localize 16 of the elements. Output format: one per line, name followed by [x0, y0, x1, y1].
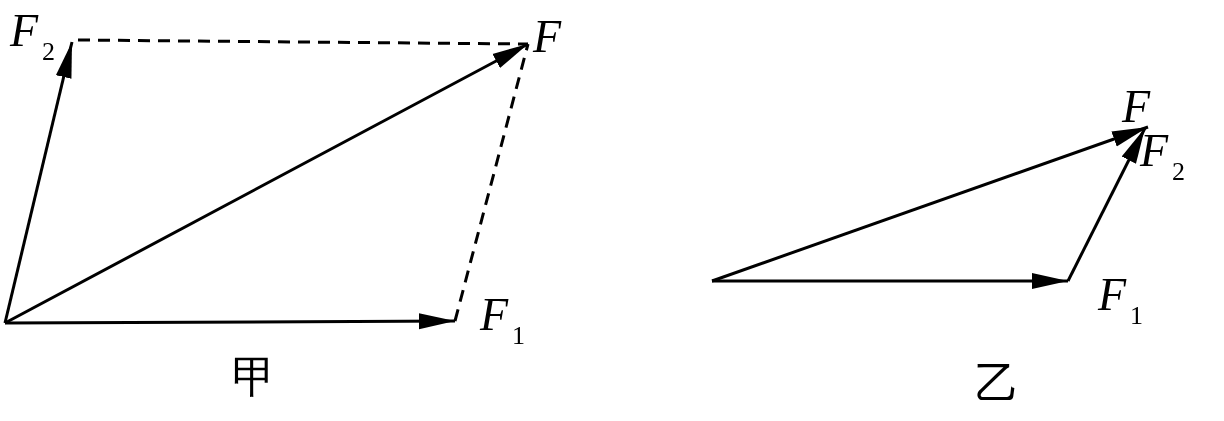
force-arrow — [712, 273, 1068, 289]
force-label: F$_{1}$ — [480, 292, 526, 359]
force-label: F$_{1}$ — [1098, 272, 1144, 339]
force-arrow — [3, 41, 74, 324]
force-label: F — [533, 14, 562, 60]
force-arrow — [1066, 127, 1147, 282]
force-label: F$_{2}$ — [1140, 128, 1186, 195]
force-arrow — [711, 125, 1149, 283]
panel-caption: 乙 — [975, 358, 1019, 408]
force-label: F — [1122, 84, 1151, 130]
panel-caption: 甲 — [232, 352, 276, 402]
force-arrow — [5, 313, 455, 330]
force-arrow — [4, 42, 529, 325]
dashed-line — [453, 43, 530, 322]
force-label: F$_{2}$ — [10, 8, 56, 75]
dashed-line — [78, 38, 528, 46]
